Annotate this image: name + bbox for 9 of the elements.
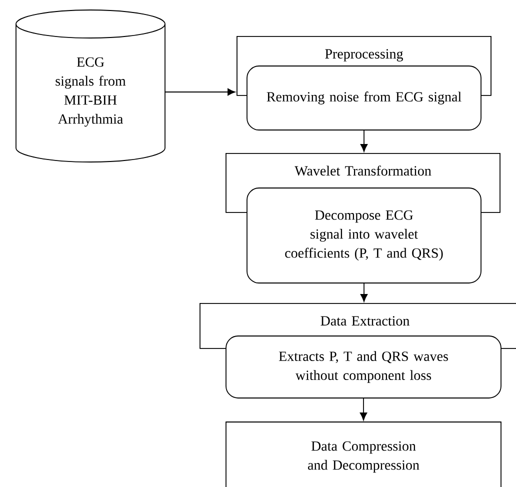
arrow [164, 88, 236, 96]
arrow [360, 398, 368, 420]
arrow [360, 283, 368, 302]
process-box: Data Compression and Decompression [226, 422, 502, 487]
process-box: Extracts P, T and QRS waves without component loss [226, 336, 502, 398]
process-box: Removing noise from ECG signal [246, 66, 482, 130]
process-box: Decompose ECG signal into wavelet coefficients (P, T and QRS) [246, 188, 482, 284]
arrow [360, 130, 368, 152]
database-cylinder: ECG signals from MIT-BIH Arrhythmia [16, 10, 166, 162]
